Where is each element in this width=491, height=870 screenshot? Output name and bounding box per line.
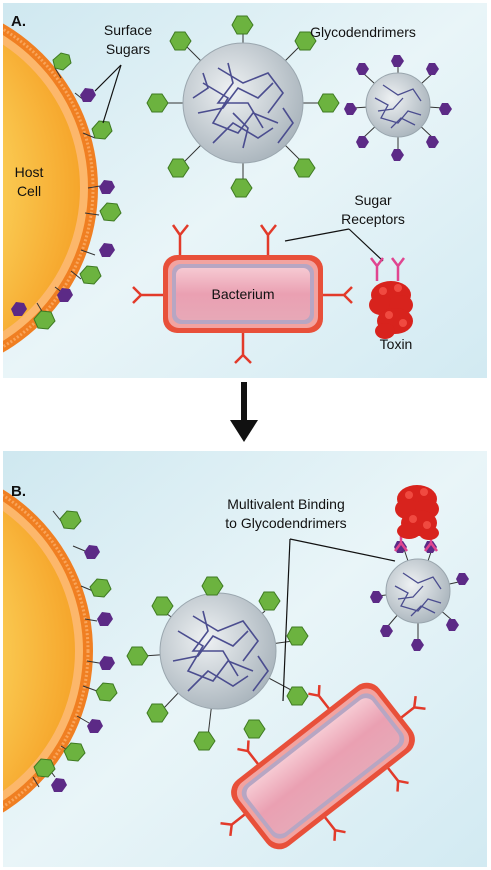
down-arrow-icon <box>230 382 258 442</box>
host-cell-b <box>3 489 93 813</box>
glycodendrimer-large-b <box>126 576 309 751</box>
surface-sugars-line1: Surface <box>103 22 153 38</box>
multivalent-line1: Multivalent Binding <box>227 496 345 512</box>
surface-sugars-line2: Sugars <box>105 41 151 57</box>
toxin <box>369 257 413 339</box>
multivalent-binding-label: Multivalent Binding to Glycodendrimers <box>191 495 381 533</box>
glycodendrimer-large <box>146 15 340 198</box>
sugar-receptors-label: Sugar Receptors <box>328 191 418 229</box>
sugar-receptors-line1: Sugar <box>354 192 392 208</box>
host-cell <box>3 23 98 353</box>
host-surface-sugars <box>11 52 122 330</box>
multivalent-line2: to Glycodendrimers <box>225 515 347 531</box>
panel-a-letter: A. <box>11 13 26 30</box>
glycodendrimer-small <box>344 55 452 161</box>
host-cell-label: Host Cell <box>7 163 51 201</box>
bacterium <box>132 224 353 364</box>
panel-a-illustration <box>3 3 487 378</box>
glycodendrimer-small-b <box>370 541 469 651</box>
glycodendrimers-label: Glycodendrimers <box>310 24 416 40</box>
host-surface-sugars-b <box>32 510 118 792</box>
panel-b: B. Multivalent Binding to Glycodendrimer… <box>3 451 487 867</box>
bacterium-b <box>220 682 426 850</box>
toxin-b <box>394 485 439 552</box>
panel-b-illustration <box>3 451 487 867</box>
panel-a: A. Surface Sugars Glycodendrimers Host C… <box>3 3 487 378</box>
sugar-receptors-line2: Receptors <box>341 211 405 227</box>
bacterium-label: Bacterium <box>211 286 275 302</box>
surface-sugars-label: Surface Sugars <box>93 21 163 59</box>
panel-b-letter: B. <box>11 483 26 500</box>
host-cell-line1: Host <box>14 164 44 180</box>
toxin-label: Toxin <box>379 336 413 352</box>
host-cell-line2: Cell <box>16 183 42 199</box>
